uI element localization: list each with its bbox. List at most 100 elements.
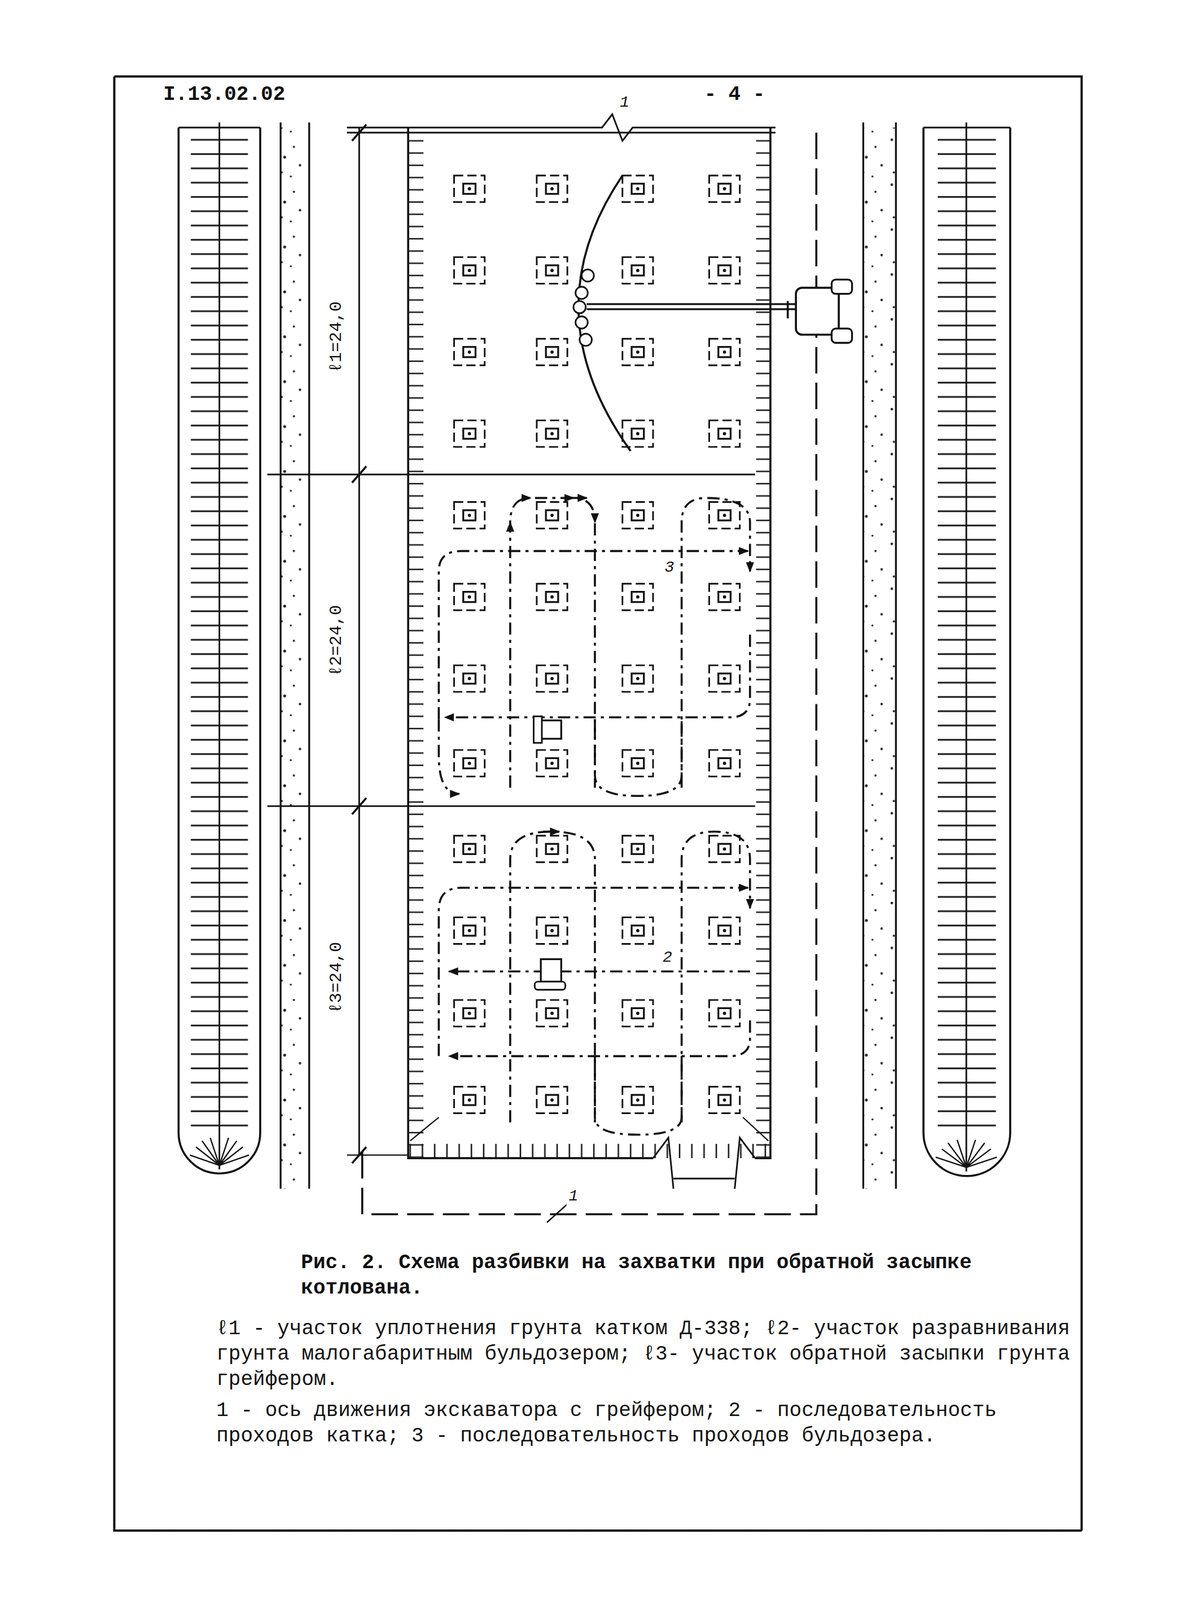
footing: [622, 665, 654, 693]
footing: [708, 502, 740, 529]
soil-fill: [280, 127, 310, 1189]
footing: [622, 502, 654, 529]
callout-number: 1: [617, 92, 632, 112]
page-number: - 4 -: [703, 81, 765, 108]
footing: [536, 1000, 568, 1027]
slope-axis: [965, 122, 968, 1172]
soil-border: [280, 122, 310, 1189]
footing: [453, 420, 485, 448]
slope-top: [923, 126, 1011, 129]
roller-pass: [448, 1020, 750, 1057]
bulldozer-pass: [444, 634, 751, 718]
footing: [453, 502, 485, 529]
bulldozer-pass: [594, 719, 682, 797]
bulldozer-pass: [510, 497, 595, 788]
dimension-label: ℓ1=24,0: [326, 299, 348, 375]
footings: [453, 175, 740, 1114]
pit-hatch: [756, 130, 771, 1158]
footing: [536, 750, 568, 777]
page-bottom: [114, 1529, 1082, 1532]
pit-outline: [408, 127, 771, 1159]
footing: [453, 1000, 485, 1027]
soil-fill: [863, 127, 896, 1189]
slope-axis: [218, 122, 221, 1170]
footing: [536, 257, 568, 284]
footing: [453, 583, 485, 611]
roller-pass: [681, 831, 751, 1123]
footing: [622, 1087, 654, 1114]
footing: [453, 1087, 485, 1114]
footing: [622, 835, 654, 863]
roller-passes: [438, 831, 750, 1136]
footing: [622, 257, 654, 284]
footing: [622, 420, 654, 448]
bulldozer-pass: [681, 497, 751, 788]
footing: [453, 750, 485, 777]
footing: [708, 1087, 740, 1114]
dimension-line: [347, 124, 409, 1164]
bulldozer-pass: [438, 550, 748, 720]
soil-border: [863, 122, 896, 1189]
arrow: [542, 830, 560, 834]
excavator-track: [831, 279, 852, 294]
bulldozer-passes: [438, 497, 750, 796]
footing: [536, 917, 568, 944]
section-divider: [267, 474, 756, 807]
dimension-label: ℓ2=24,0: [326, 602, 348, 679]
bulldozer-icon: [533, 716, 562, 743]
leader-line: [546, 1203, 568, 1223]
footing: [708, 175, 740, 203]
footing: [708, 583, 740, 611]
footing: [708, 257, 740, 284]
footing: [708, 835, 740, 863]
footing: [453, 175, 485, 203]
figure-caption: Рис. 2. Схема разбивки на захватки при о…: [300, 1250, 1015, 1302]
footing: [708, 665, 740, 693]
pit-corner: [410, 1117, 769, 1142]
excavator: [573, 175, 853, 451]
footing: [536, 835, 568, 863]
pit-hatch: [409, 1144, 771, 1159]
legend-note: ℓ1 - участок уплотнения грунта катком Д-…: [216, 1316, 1072, 1393]
bulldozer-pass: [438, 719, 459, 795]
footing: [622, 583, 654, 611]
callout-number: 2: [660, 947, 675, 967]
callout-number: 3: [662, 557, 677, 578]
roller-pass: [510, 831, 595, 1123]
pit-top-line: [347, 114, 776, 142]
excavator-track: [831, 328, 852, 343]
footing: [622, 1000, 654, 1027]
footing: [708, 917, 740, 944]
excavator-body: [795, 287, 839, 335]
footing: [453, 665, 485, 693]
footing: [622, 175, 654, 203]
excavator-boom: [586, 304, 798, 310]
roller-icon: [534, 959, 566, 991]
slope-fan: [189, 1137, 249, 1166]
footing: [622, 338, 654, 366]
footing: [708, 750, 740, 777]
footing: [536, 420, 568, 448]
left-slope: [178, 122, 261, 1174]
pit-hatch: [409, 130, 424, 1158]
excavator-axis: [362, 132, 817, 1215]
right-slope: [923, 122, 1011, 1177]
footing: [536, 175, 568, 203]
entrance-ramp: [653, 1137, 756, 1189]
footing: [536, 665, 568, 693]
footing: [622, 917, 654, 944]
footing: [536, 502, 568, 529]
roller-pass: [448, 970, 750, 973]
footing: [708, 338, 740, 366]
footing: [708, 1000, 740, 1027]
footing: [453, 338, 485, 366]
callout-number: 1: [566, 1185, 581, 1206]
footing: [453, 917, 485, 944]
grab-arc: [578, 175, 631, 451]
dimension-label: ℓ3=24,0: [326, 939, 348, 1016]
footing: [453, 835, 485, 863]
footing: [453, 257, 485, 284]
arrow: [571, 497, 587, 500]
footing: [622, 750, 654, 777]
